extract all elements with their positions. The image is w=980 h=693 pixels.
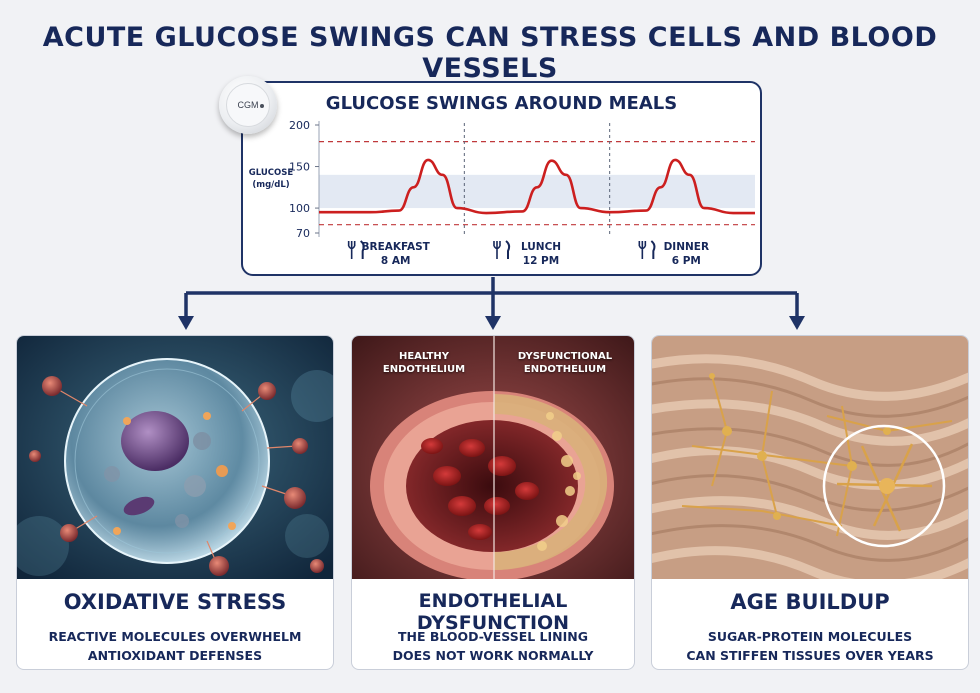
panel-description-line: REACTIVE MOLECULES OVERWHELM [48, 629, 302, 644]
panel-description-line: DOES NOT WORK NORMALLY [392, 648, 594, 663]
fork-icon [347, 241, 356, 259]
meal-label-breakfast: BREAKFAST 8 AM [347, 240, 431, 267]
endothelial-illustration: HEALTHY ENDOTHELIUM DYSFUNCTIONAL ENDOTH… [352, 336, 634, 579]
y-tick-label: 70 [296, 227, 310, 240]
knife-icon [360, 240, 365, 259]
knife-icon [650, 240, 656, 259]
fork-icon [638, 241, 647, 259]
fork-icon [493, 241, 501, 259]
arrow-oxidative-icon [178, 316, 194, 330]
panel-title: ENDOTHELIAL DYSFUNCTION [416, 590, 570, 634]
connector-lines [184, 277, 799, 318]
y-tick-label: 200 [289, 119, 310, 132]
panel-description: REACTIVE MOLECULES OVERWHELM ANTIOXIDANT… [17, 627, 333, 665]
dysfunctional-endothelium-label: DYSFUNCTIONAL ENDOTHELIUM [517, 351, 613, 375]
meal-time: 6 PM [672, 255, 701, 267]
panel-title: OXIDATIVE STRESS [63, 590, 287, 614]
y-axis-unit: (mg/dL) [252, 180, 289, 190]
meal-name: BREAKFAST [361, 241, 430, 253]
panel-oxidative-stress: OXIDATIVE STRESS REACTIVE MOLECULES OVER… [16, 335, 334, 670]
y-axis-label: GLUCOSE [249, 168, 294, 178]
panel-title: AGE BUILDUP [730, 590, 890, 614]
meal-label-dinner: DINNER 6 PM [638, 240, 709, 267]
y-tick-label: 150 [289, 161, 310, 174]
knife-icon [505, 240, 511, 259]
meal-name: LUNCH [521, 241, 561, 253]
panel-description-line: CAN STIFFEN TISSUES OVER YEARS [686, 648, 934, 663]
panel-endothelial-dysfunction: HEALTHY ENDOTHELIUM DYSFUNCTIONAL ENDOTH… [351, 335, 635, 670]
healthy-endothelium-label: HEALTHY ENDOTHELIUM [382, 351, 466, 375]
arrow-endothelial-icon [485, 316, 501, 330]
cgm-sensor-icon: CGM [219, 76, 277, 134]
arrow-age-icon [789, 316, 805, 330]
glucose-chart: GLUCOSE (mg/dL) 200 150 100 70 BREAKFAST 8 A… [249, 119, 755, 267]
meal-time: 12 PM [523, 255, 559, 267]
meal-label-lunch: LUNCH 12 PM [493, 240, 561, 267]
glucose-chart-panel: GLUCOSE SWINGS AROUND MEALS GLUCOSE (mg/… [241, 81, 762, 276]
panel-description: SUGAR-PROTEIN MOLECULES CAN STIFFEN TISS… [652, 627, 968, 665]
meal-time: 8 AM [381, 255, 411, 267]
chart-title: GLUCOSE SWINGS AROUND MEALS [325, 93, 678, 114]
panel-description: THE BLOOD-VESSEL LINING DOES NOT WORK NO… [352, 627, 634, 665]
oxidative-stress-illustration [17, 336, 333, 579]
panel-description-line: THE BLOOD-VESSEL LINING [397, 629, 589, 644]
panel-description-line: SUGAR-PROTEIN MOLECULES [707, 629, 913, 644]
meal-name: DINNER [664, 241, 709, 253]
panel-age-buildup: AGE BUILDUP SUGAR-PROTEIN MOLECULES CAN … [651, 335, 969, 670]
y-tick-label: 100 [289, 202, 310, 215]
main-title: ACUTE GLUCOSE SWINGS CAN STRESS CELLS AN… [42, 22, 938, 84]
target-range-band [319, 174, 755, 209]
collagen-fibers-illustration [652, 336, 968, 579]
panel-description-line: ANTIOXIDANT DEFENSES [87, 648, 263, 663]
cgm-label: CGM [237, 100, 259, 110]
glucose-line [319, 158, 755, 215]
